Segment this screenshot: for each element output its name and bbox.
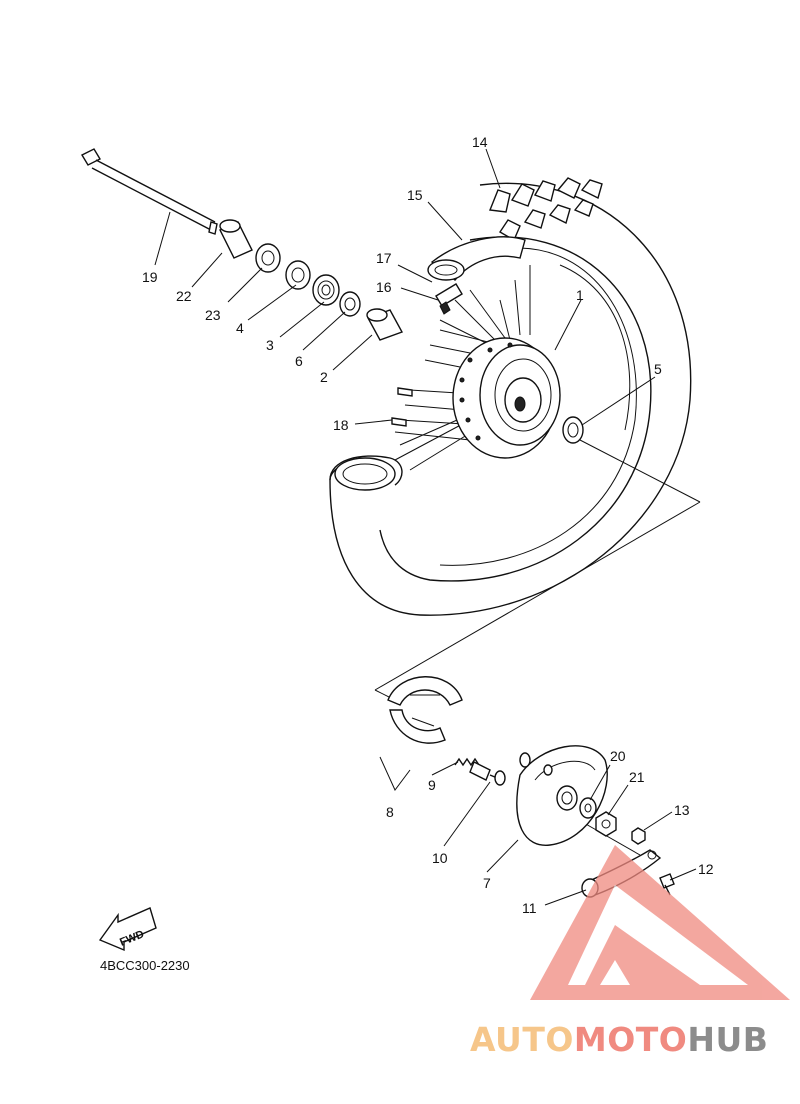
callout-3: 3: [266, 337, 274, 353]
watermark-hub: HUB: [687, 1020, 769, 1059]
callout-20: 20: [610, 748, 626, 764]
nut-13: [631, 827, 646, 845]
watermark-moto: MOTO: [573, 1020, 688, 1059]
watermark-logo-text: AUTOMOTOHUB: [470, 1020, 768, 1059]
leader-lines: [154, 148, 697, 906]
callout-17: 17: [376, 250, 392, 266]
brake-shoes: [387, 676, 463, 744]
brake-spring: [454, 757, 480, 767]
bearing-3: [312, 274, 340, 306]
oil-seal-4: [285, 260, 311, 290]
bearing-6: [339, 291, 361, 317]
axle: [81, 148, 218, 235]
callout-12: 12: [698, 861, 714, 877]
callout-18: 18: [333, 417, 349, 433]
callout-7: 7: [483, 875, 491, 891]
callout-numbers: 1 2 3 4 5 6 7 8 9 10 11 12 13 14 15 16 1…: [142, 134, 714, 916]
callout-9: 9: [428, 777, 436, 793]
valve-stem: [435, 283, 463, 315]
callout-19: 19: [142, 269, 158, 285]
washer-20: [579, 797, 597, 819]
callout-21: 21: [629, 769, 645, 785]
nut-21: [595, 811, 617, 837]
callout-4: 4: [236, 320, 244, 336]
callout-6: 6: [295, 353, 303, 369]
callout-15: 15: [407, 187, 423, 203]
spacer: [366, 308, 404, 341]
callout-22: 22: [176, 288, 192, 304]
hub: [452, 337, 561, 459]
callout-11: 11: [522, 900, 537, 916]
hub-dust-cover: [255, 243, 281, 273]
fwd-arrow-icon: FWD: [98, 907, 157, 952]
brake-camshaft: [469, 761, 506, 786]
bolt-12: [659, 873, 675, 896]
callout-14: 14: [472, 134, 488, 150]
callout-8: 8: [386, 804, 394, 820]
oil-seal: [562, 416, 584, 444]
callout-10: 10: [432, 850, 448, 866]
callout-5: 5: [654, 361, 662, 377]
callout-2: 2: [320, 369, 328, 385]
callout-1: 1: [576, 287, 584, 303]
brake-shoe-plate: [516, 745, 608, 846]
watermark-auto: AUTO: [470, 1020, 574, 1059]
diagram-code: 4BCC300-2230: [100, 958, 190, 973]
callout-13: 13: [674, 802, 690, 818]
callout-16: 16: [376, 279, 392, 295]
spoke-nipples: [391, 387, 413, 427]
inner-tube: [427, 236, 526, 281]
collar: [219, 219, 253, 259]
callout-23: 23: [205, 307, 221, 323]
watermark-triangle-icon: [530, 845, 790, 1000]
